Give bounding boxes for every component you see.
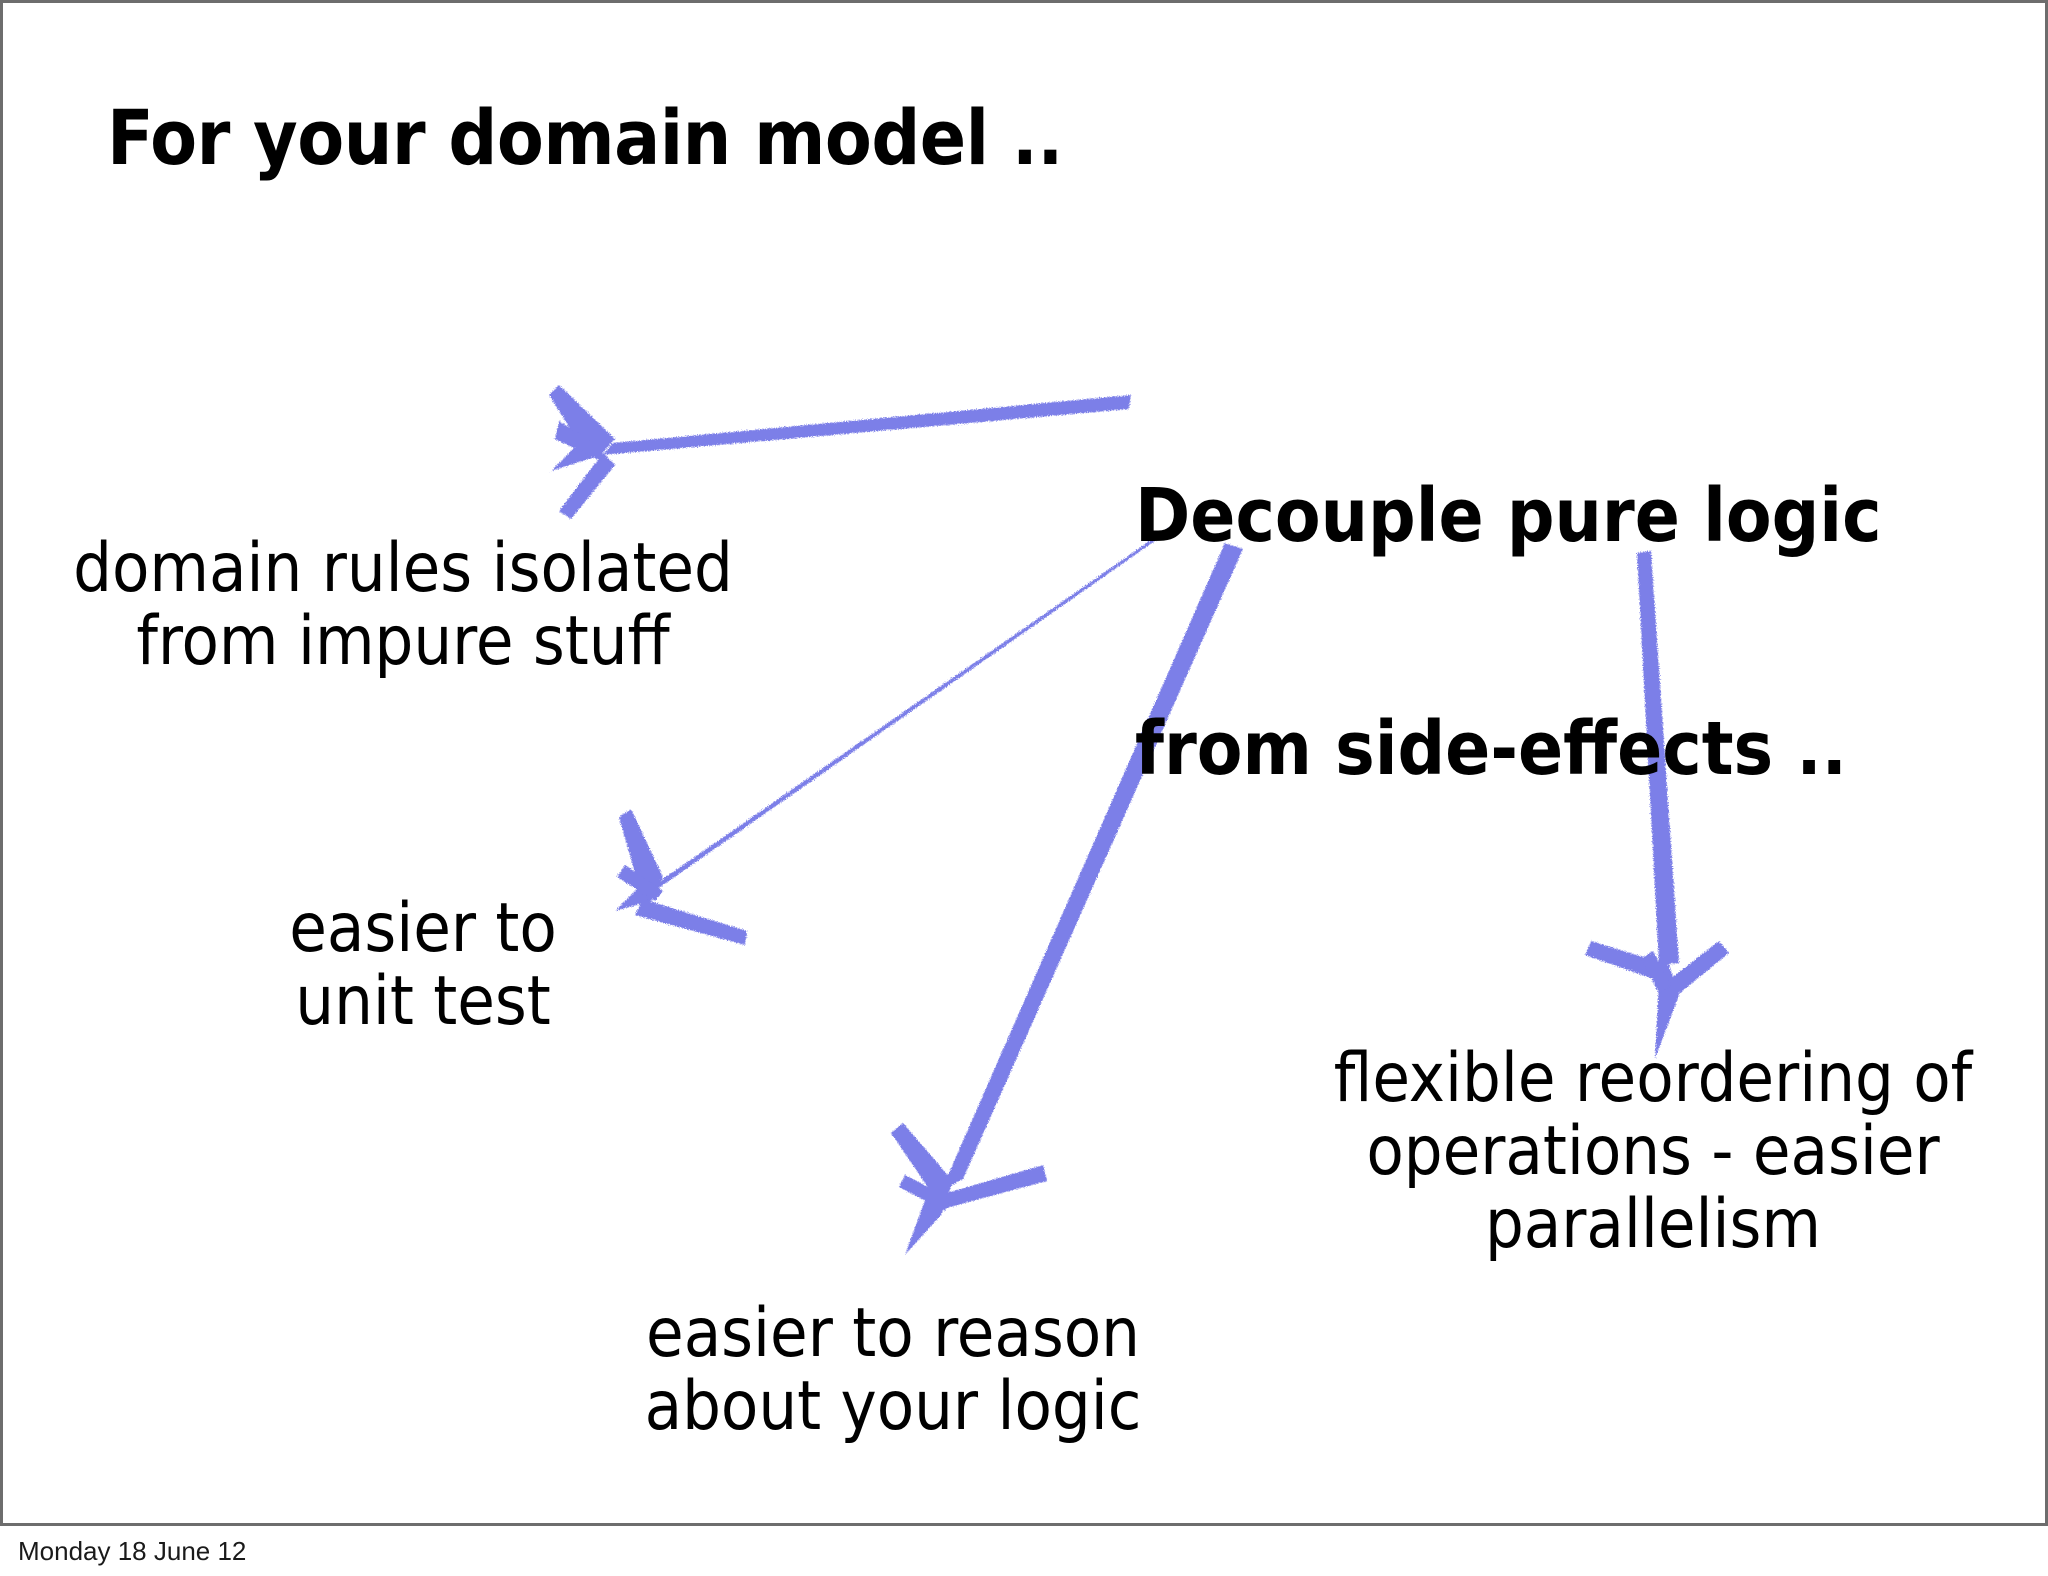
headline: Decouple pure logic from side-effects .. bbox=[1135, 323, 1882, 945]
arrow-to-domain-rules-icon bbox=[549, 385, 1131, 519]
label-easier-to-unit-test: easier to unit test bbox=[289, 889, 557, 1041]
slide-canvas: For your domain model .. Decouple pure l… bbox=[0, 0, 2048, 1526]
label-easier-to-reason: easier to reason about your logic bbox=[644, 1294, 1142, 1446]
headline-line-1: Decouple pure logic bbox=[1135, 473, 1882, 560]
page-title: For your domain model .. bbox=[107, 93, 1063, 182]
headline-line-2: from side-effects .. bbox=[1135, 706, 1847, 793]
label-domain-rules: domain rules isolated from impure stuff bbox=[73, 529, 733, 681]
footer-date: Monday 18 June 12 bbox=[18, 1536, 247, 1566]
label-flexible-reordering: flexible reordering of operations - easi… bbox=[1333, 1039, 1973, 1264]
slide-footer: Monday 18 June 12 bbox=[0, 1526, 2048, 1576]
